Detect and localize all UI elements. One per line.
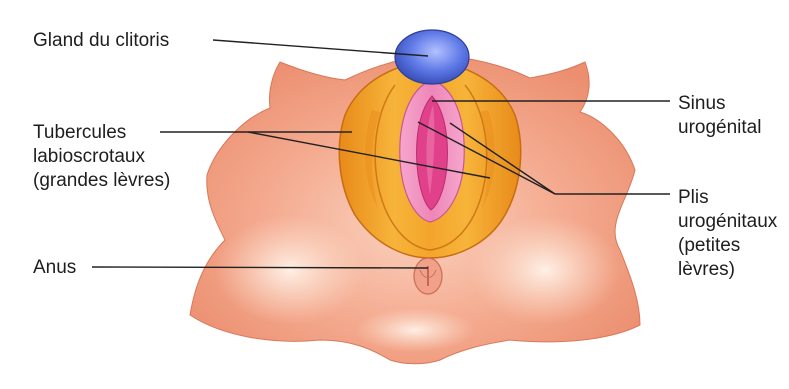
label-sinus-urogenital: Sinus urogénital [678,92,761,140]
glans-clitoris [395,30,469,84]
label-gland-clitoris: Gland du clitoris [33,29,169,53]
label-anus: Anus [33,256,76,280]
label-plis-urogenitaux: Plis urogénitaux (petites lèvres) [678,186,777,282]
label-tubercules-labioscrotaux: Tubercules labioscrotaux (grandes lèvres… [33,121,170,193]
